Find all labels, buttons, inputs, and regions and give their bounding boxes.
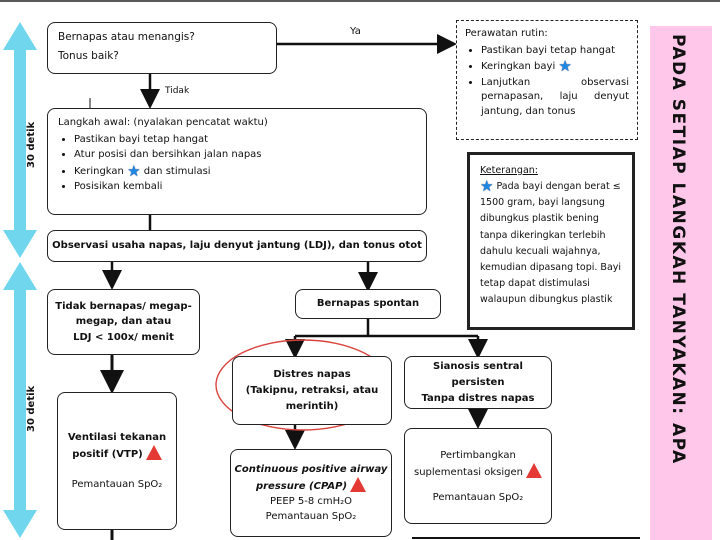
triangle-icon	[350, 477, 367, 492]
triangle-icon	[145, 445, 162, 461]
not-breathing-line-2: megap, dan atau	[75, 316, 172, 328]
cpap-monitor: Pemantauan SpO₂	[265, 511, 357, 522]
time-arrow-second	[3, 262, 37, 538]
routine-item-dry: Keringkan bayi ★	[481, 59, 629, 75]
routine-care-box: Perawatan rutin: Pastikan bayi tetap han…	[456, 20, 638, 140]
vtp-line-2-wrap: positif (VTP)	[72, 445, 162, 463]
initial-steps-heading: Langkah awal: (nyalakan pencatat waktu)	[58, 116, 416, 131]
vtp-box: Ventilasi tekanan positif (VTP) Pemantau…	[57, 392, 177, 530]
cpap-line-2-wrap: pressure (CPAP)	[255, 477, 367, 494]
initial-item-reposition: Posisikan kembali	[74, 180, 416, 195]
note-box: Keterangan: ★ Pada bayi dengan berat ≤ 1…	[467, 152, 635, 330]
initial-item-stimulate: dan stimulasi	[143, 165, 211, 177]
time-arrow-first	[3, 22, 37, 258]
distress-line-1: Distres napas	[273, 368, 351, 380]
initial-item-warm: Pastikan bayi tetap hangat	[74, 133, 416, 148]
time-label-first: 30 detik	[26, 121, 37, 168]
distress-line-2: (Takipnu, retraksi, atau	[245, 384, 379, 396]
not-breathing-line-1: Tidak bernapas/ megap-	[55, 300, 192, 312]
edge-label-yes: Ya	[350, 26, 361, 37]
cpap-peep: PEEP 5-8 cmH₂O	[269, 496, 353, 507]
vtp-monitor: Pemantauan SpO₂	[71, 478, 163, 490]
oxygen-box: Pertimbangkan suplementasi oksigen Peman…	[404, 428, 552, 524]
note-text: Pada bayi dengan berat ≤ 1500 gram, bayi…	[480, 181, 622, 306]
star-icon: ★	[558, 57, 572, 75]
edge-label-no: Tidak	[165, 86, 190, 96]
observe-box: Observasi usaha napas, laju denyut jantu…	[47, 230, 427, 262]
cyanosis-line-2: Tanpa distres napas	[421, 392, 535, 404]
observe-text: Observasi usaha napas, laju denyut jantu…	[52, 239, 422, 251]
cpap-box: Continuous positive airway pressure (CPA…	[230, 449, 392, 537]
side-banner-text: PADA SETIAP LANGKAH TANYAKAN: APA	[668, 34, 688, 465]
routine-item-dry-text: Keringkan bayi	[481, 61, 556, 72]
distress-line-3: merintih)	[285, 400, 339, 412]
initial-steps-title: Langkah awal:	[58, 117, 131, 128]
spontaneous-box: Bernapas spontan	[295, 289, 441, 319]
cyanosis-line-1: Sianosis sentral persisten	[433, 360, 523, 388]
side-banner: PADA SETIAP LANGKAH TANYAKAN: APA	[650, 26, 712, 540]
oxygen-line-1: Pertimbangkan	[440, 449, 516, 461]
start-question-2: Tonus baik?	[58, 50, 119, 63]
spontaneous-text: Bernapas spontan	[316, 297, 420, 309]
not-breathing-box: Tidak bernapas/ megap- megap, dan atau L…	[47, 289, 200, 355]
time-label-second: 30 detik	[26, 385, 37, 432]
routine-care-list: Pastikan bayi tetap hangat Keringkan bay…	[465, 44, 629, 120]
note-body: ★ Pada bayi dengan berat ≤ 1500 gram, ba…	[480, 179, 622, 308]
routine-item-observe: Lanjutkan observasi pernapasan, laju den…	[481, 76, 629, 120]
note-title: Keterangan:	[480, 165, 538, 176]
start-question-1: Bernapas atau menangis?	[58, 31, 195, 43]
cpap-line-1: Continuous positive airway	[234, 464, 388, 475]
routine-item-warm: Pastikan bayi tetap hangat	[481, 44, 629, 59]
start-box: Bernapas atau menangis? Tonus baik?	[47, 22, 277, 74]
initial-item-dry-text: Keringkan	[74, 165, 124, 177]
oxygen-line-2: suplementasi oksigen	[413, 466, 523, 478]
vtp-line-1: Ventilasi tekanan	[67, 431, 167, 443]
not-breathing-line-3: LDJ < 100x/ menit	[73, 331, 174, 343]
routine-care-title: Perawatan rutin:	[465, 28, 548, 39]
initial-steps-note: (nyalakan pencatat waktu)	[130, 117, 268, 128]
triangle-icon	[526, 462, 542, 478]
oxygen-line-2-wrap: suplementasi oksigen	[413, 462, 542, 480]
initial-item-dry: Keringkan ★ dan stimulasi	[74, 161, 416, 180]
cpap-line-2: pressure (CPAP)	[255, 481, 348, 492]
star-icon: ★	[127, 161, 141, 180]
star-icon: ★	[480, 177, 494, 196]
oxygen-monitor: Pemantauan SpO₂	[432, 491, 524, 503]
cyanosis-box: Sianosis sentral persisten Tanpa distres…	[404, 356, 552, 409]
initial-item-airway: Atur posisi dan bersihkan jalan napas	[74, 148, 416, 163]
distress-box: Distres napas (Takipnu, retraksi, atau m…	[232, 356, 392, 425]
vtp-line-2: positif (VTP)	[72, 449, 143, 461]
initial-steps-box: Langkah awal: (nyalakan pencatat waktu) …	[47, 108, 427, 215]
initial-steps-list: Pastikan bayi tetap hangat Atur posisi d…	[58, 133, 416, 195]
